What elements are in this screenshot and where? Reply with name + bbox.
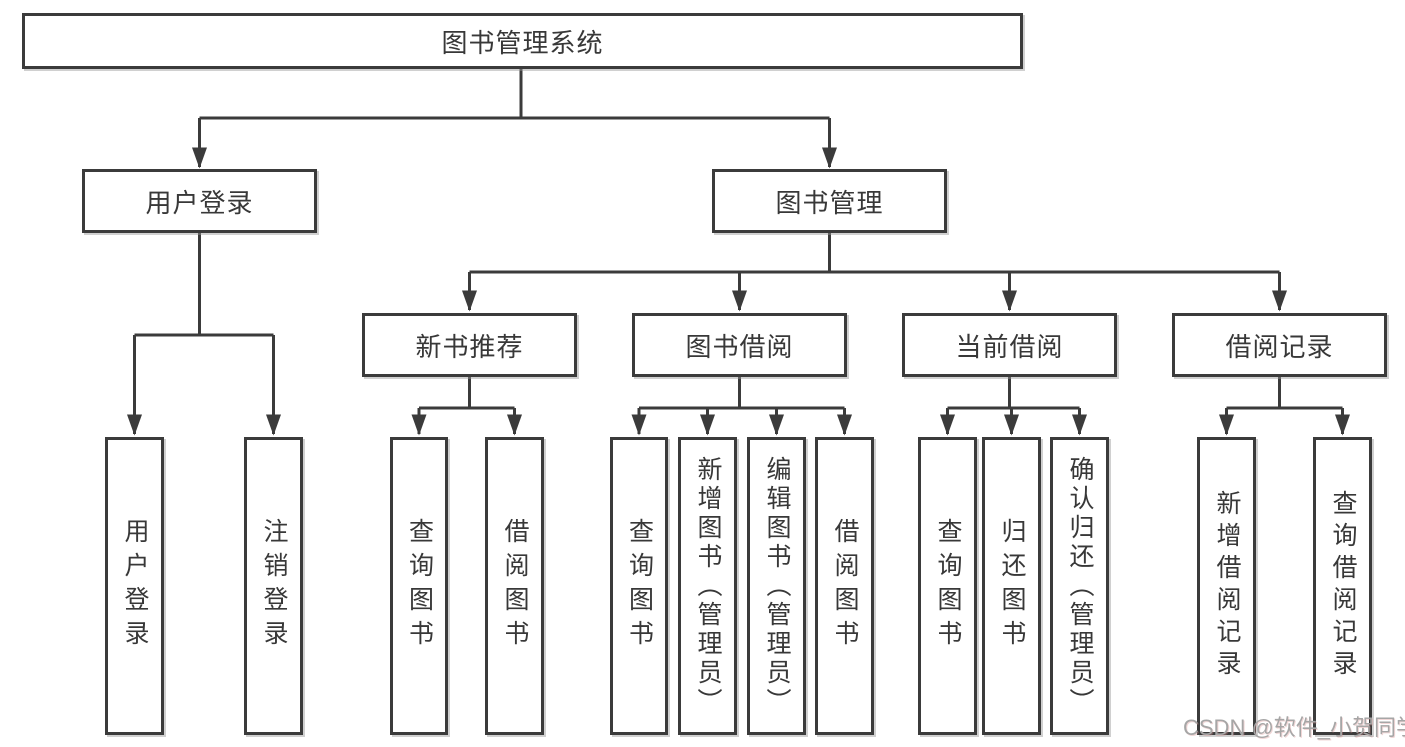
node-book-borrow: 图书借阅 <box>632 313 847 377</box>
leaf-confirm-return-admin: 确认归还（管理员） <box>1050 437 1109 735</box>
leaf-borrow-books-2: 借阅图书 <box>815 437 874 735</box>
node-book-management: 图书管理 <box>712 169 947 233</box>
leaf-query-books-2: 查询图书 <box>610 437 668 735</box>
csdn-watermark: CSDN @软件_小贺同学 <box>1183 715 1405 740</box>
leaf-query-books-1: 查询图书 <box>390 437 448 735</box>
node-borrow-records: 借阅记录 <box>1172 313 1387 377</box>
leaf-edit-book-admin: 编辑图书（管理员） <box>747 437 806 735</box>
leaf-return-book: 归还图书 <box>982 437 1041 735</box>
node-library-management-system: 图书管理系统 <box>22 13 1023 69</box>
node-user-login: 用户登录 <box>82 169 317 233</box>
leaf-borrow-books-1: 借阅图书 <box>485 437 544 735</box>
leaf-add-book-admin: 新增图书（管理员） <box>678 437 737 735</box>
leaf-query-books-3: 查询图书 <box>918 437 977 735</box>
leaf-query-borrow-record: 查询借阅记录 <box>1313 437 1372 735</box>
node-current-borrow: 当前借阅 <box>902 313 1117 377</box>
leaf-user-login: 用户登录 <box>105 437 164 735</box>
connector-trunks <box>134 67 1343 410</box>
node-new-book-recommend: 新书推荐 <box>362 313 577 377</box>
leaf-add-borrow-record: 新增借阅记录 <box>1197 437 1256 735</box>
leaf-logout: 注销登录 <box>244 437 303 735</box>
